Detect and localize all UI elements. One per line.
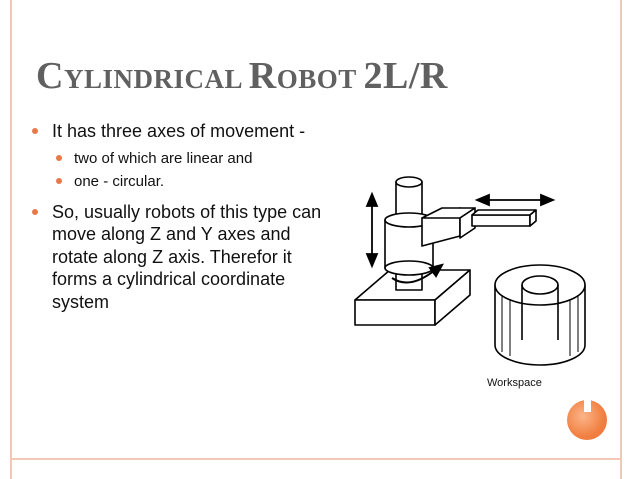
bullet-item: It has three axes of movement - two of w… (30, 120, 330, 193)
sub-bullet-item: two of which are linear and (52, 147, 330, 170)
robot-carriage (384, 212, 434, 276)
decorative-orb (567, 400, 607, 440)
title-segment: C (36, 55, 64, 97)
slide-title: CYLINDRICAL ROBOT 2L/R (36, 54, 448, 98)
figure-caption: Workspace (487, 377, 542, 389)
horizontal-arrow-icon (474, 193, 556, 207)
bullet-list: It has three axes of movement - two of w… (30, 120, 330, 319)
rotation-arrow-icon (391, 263, 444, 284)
title-segment: YLINDRICAL (63, 64, 249, 94)
sub-bullet-list: two of which are linear and one - circul… (52, 147, 330, 193)
robot-arm (421, 207, 537, 247)
bullet-item: So, usually robots of this type can move… (30, 201, 330, 314)
bullet-text: It has three axes of movement - (52, 121, 306, 141)
frame-line-right (620, 0, 622, 479)
workspace-shape (494, 264, 586, 366)
title-segment: OBOT (276, 64, 364, 94)
frame-line-bottom (10, 458, 622, 460)
title-segment: 2L/R (363, 55, 448, 97)
bullet-text: So, usually robots of this type can move… (52, 201, 322, 312)
frame-line-left (10, 0, 12, 479)
sub-bullet-item: one - circular. (52, 170, 330, 193)
cylindrical-robot-figure (354, 176, 586, 366)
vertical-arrow-icon (365, 191, 379, 269)
title-segment: R (248, 55, 277, 97)
